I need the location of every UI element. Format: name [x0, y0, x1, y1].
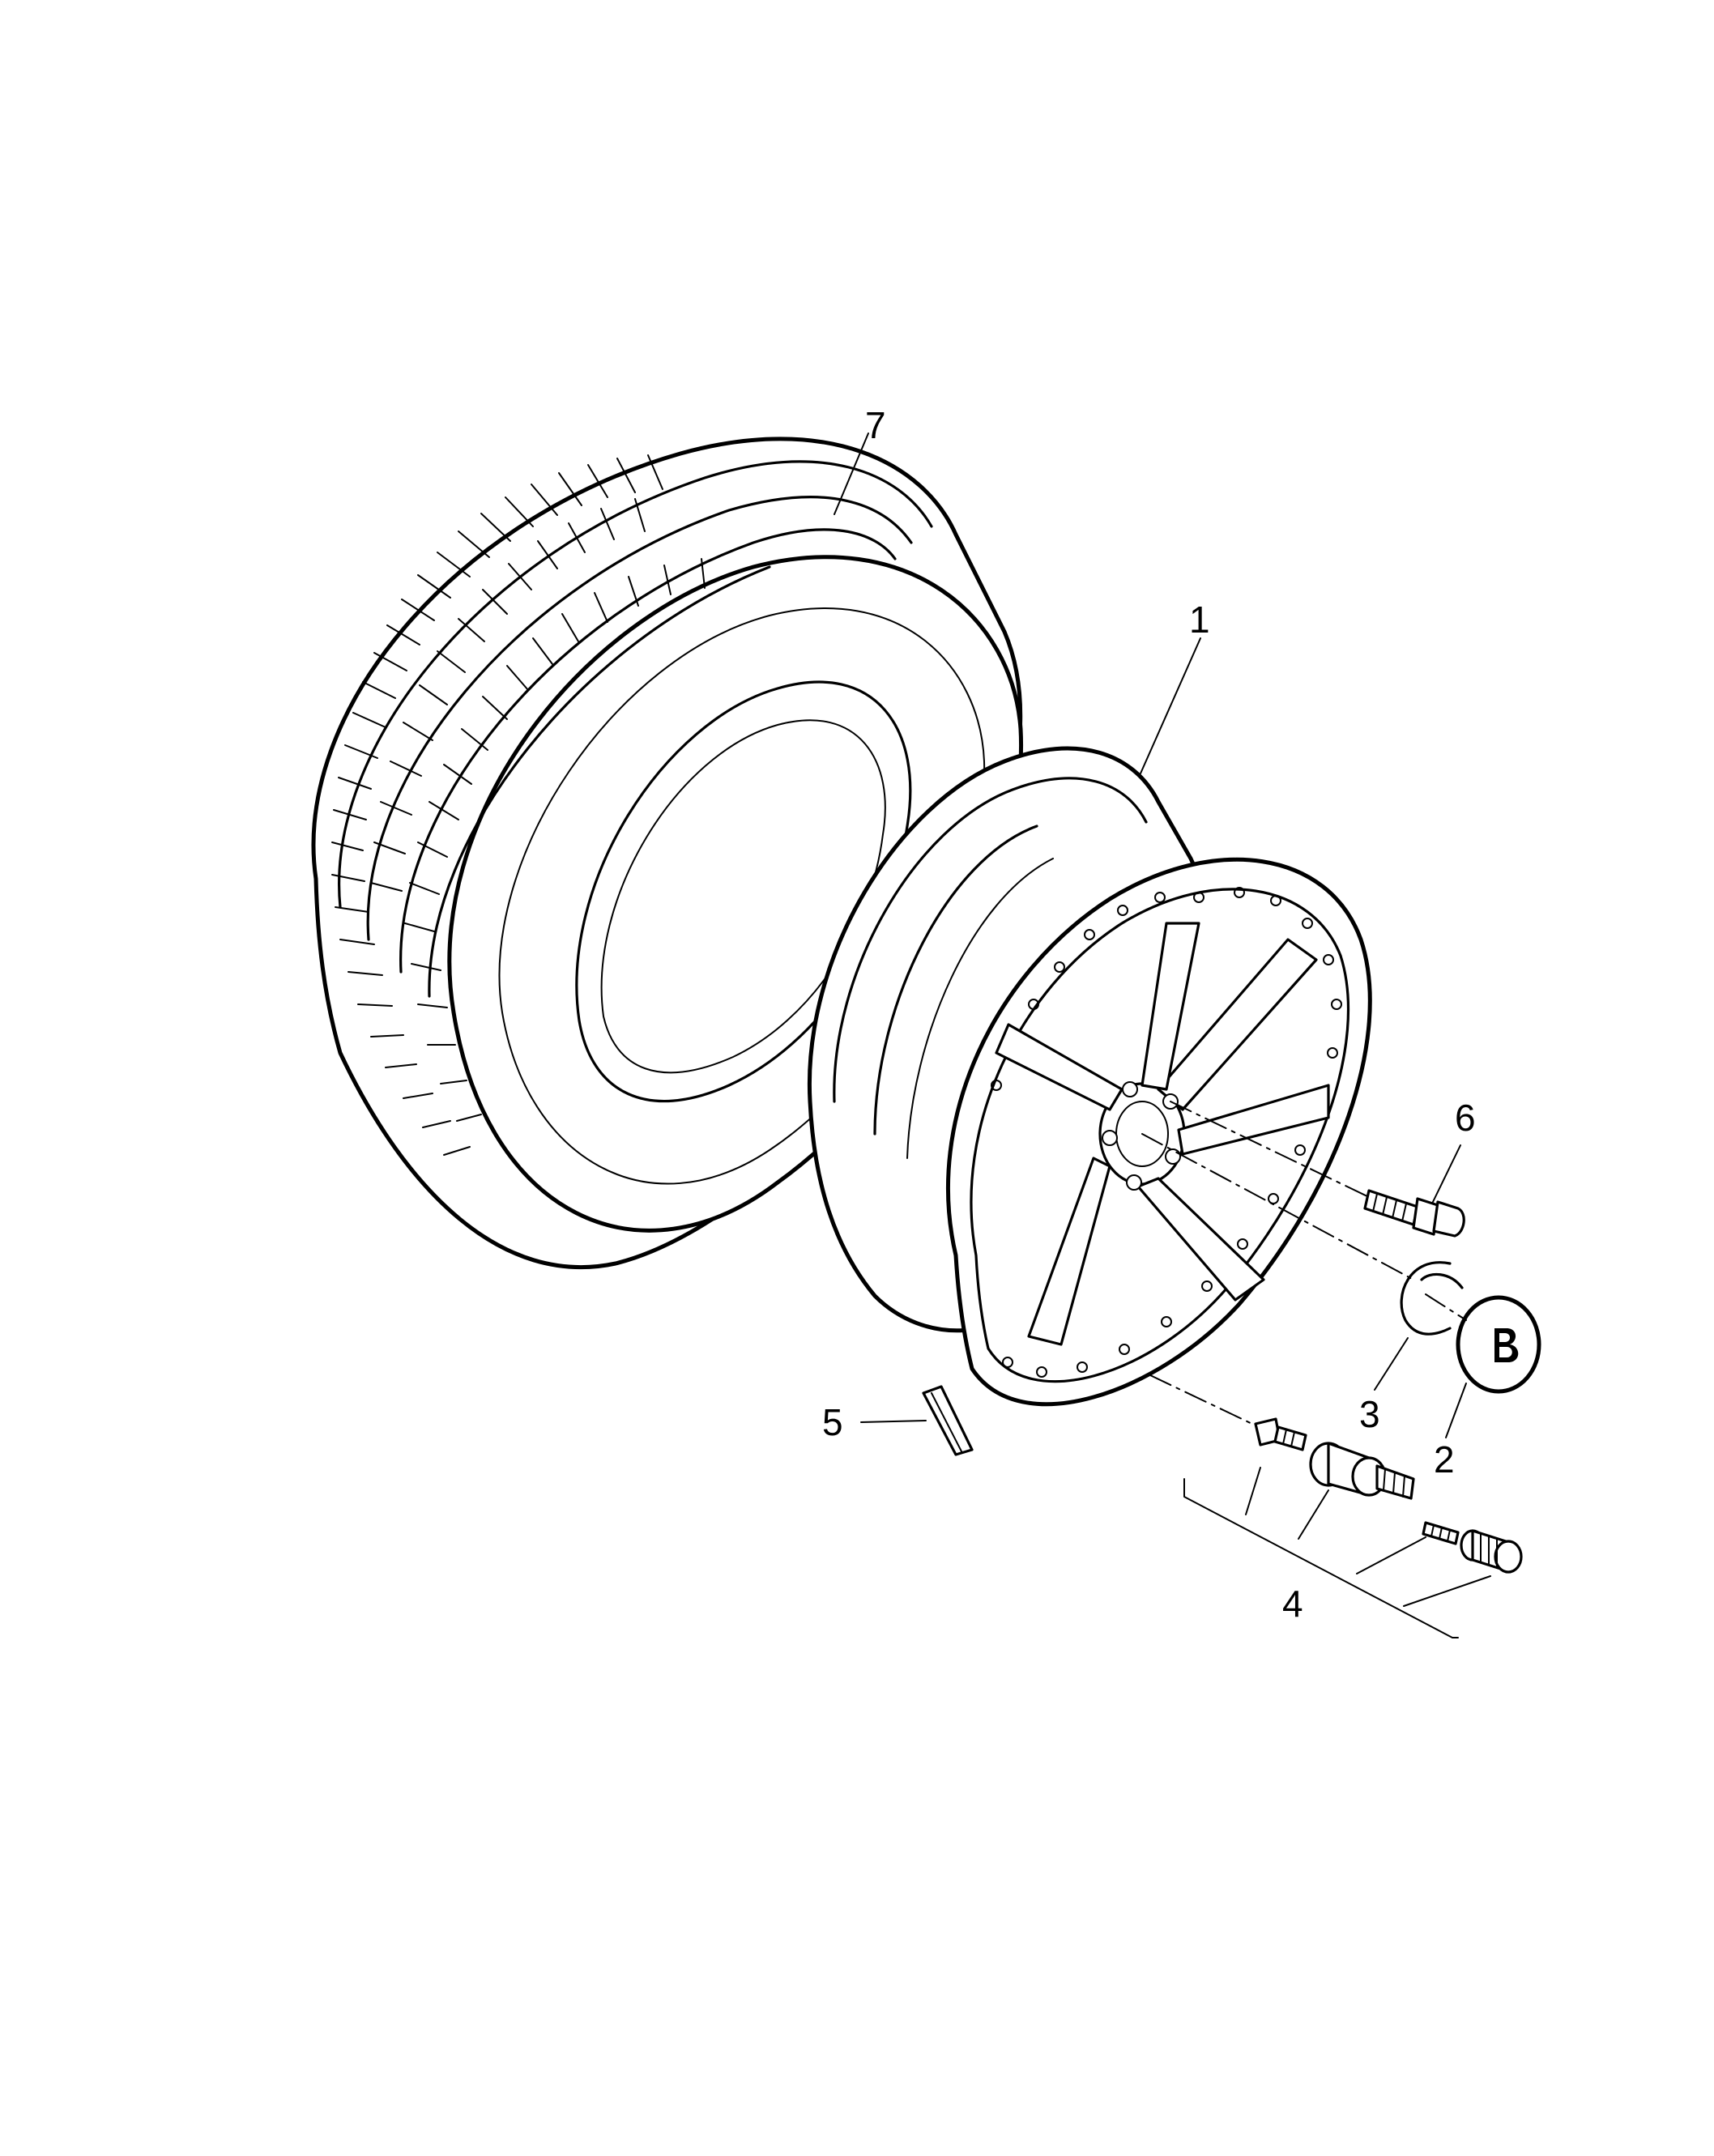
centre-badge — [1456, 1295, 1541, 1394]
assembly-centre-lines — [1141, 1101, 1467, 1426]
callout-7: 7 — [865, 404, 886, 446]
callout-3: 3 — [1359, 1393, 1380, 1435]
callout-5: 5 — [822, 1401, 843, 1443]
valve-kit — [1254, 1417, 1523, 1574]
callout-6: 6 — [1455, 1097, 1476, 1139]
valve-core — [1422, 1521, 1460, 1545]
wheel-bolt — [1363, 1189, 1465, 1238]
callout-1: 1 — [1189, 599, 1210, 641]
bentley-b-badge-icon — [1494, 1328, 1519, 1362]
callouts: 7 1 6 3 2 5 4 — [822, 404, 1476, 1625]
circlip — [1400, 1261, 1464, 1336]
balance-weight — [922, 1385, 974, 1456]
wheel-rim — [807, 746, 1372, 1407]
callout-4: 4 — [1282, 1583, 1303, 1625]
tpms-sensor — [1309, 1442, 1415, 1500]
valve-screw — [1254, 1417, 1307, 1451]
leader-lines — [834, 432, 1491, 1638]
valve-cap — [1460, 1529, 1523, 1574]
callout-2: 2 — [1434, 1438, 1455, 1481]
